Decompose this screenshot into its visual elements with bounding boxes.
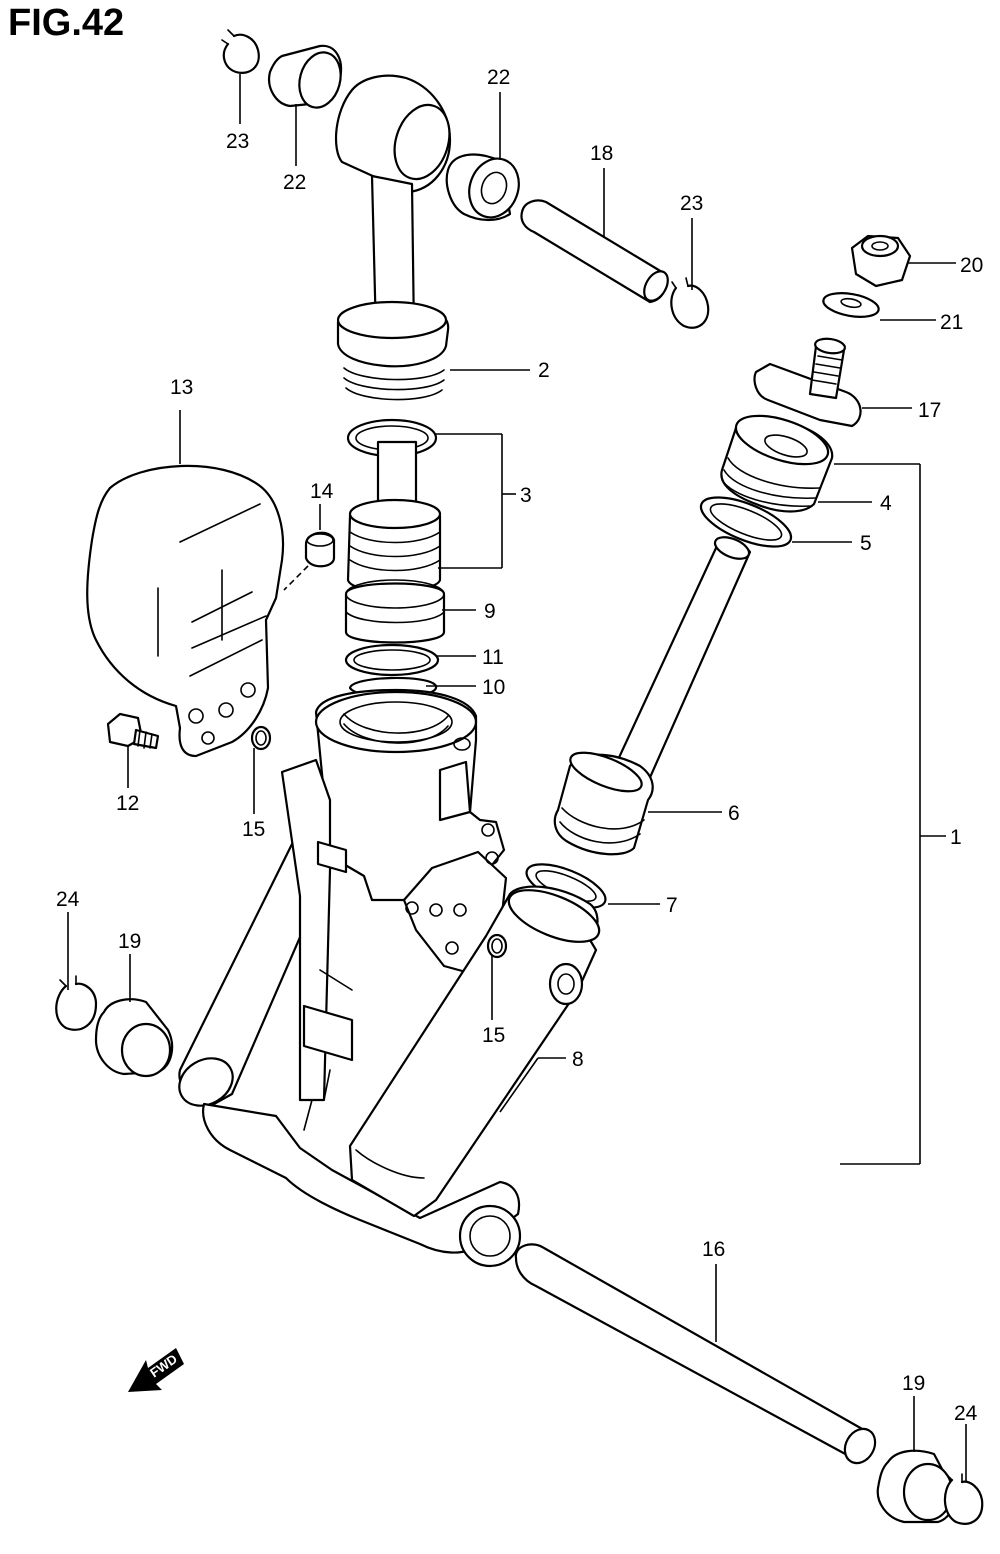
fwd-direction-arrow: FWD: [128, 1348, 184, 1392]
callout-13: 13: [170, 376, 193, 399]
part-15-o-ring-left: [250, 725, 272, 751]
part-19-bushing-right: [876, 1449, 955, 1524]
part-24-circlip-right: [943, 1473, 984, 1525]
callout-22-upper-left: 22: [283, 171, 306, 194]
part-6-piston-rod: [553, 536, 752, 856]
callout-18: 18: [590, 142, 613, 165]
part-8-cylinder-body: [178, 688, 601, 1268]
part-23-circlip-right: [670, 277, 710, 329]
part-3-piston: [346, 440, 442, 593]
callout-23-upper-left: 23: [226, 130, 249, 153]
part-19-bushing-left: [94, 998, 174, 1078]
callout-11: 11: [482, 646, 504, 669]
callout-2: 2: [538, 359, 550, 382]
callout-14: 14: [310, 480, 334, 503]
callout-19-left: 19: [118, 930, 141, 953]
callout-21: 21: [940, 311, 963, 334]
callout-9: 9: [484, 600, 496, 623]
callout-23-right: 23: [680, 192, 703, 215]
part-22-bushing-upper-left: [268, 44, 343, 109]
part-15-o-ring-right: [486, 933, 508, 959]
part-5-o-ring: [699, 496, 793, 548]
callout-15-left: 15: [242, 818, 265, 841]
leader-lines: [67, 74, 967, 1482]
part-22-bushing-right: [445, 153, 520, 222]
callout-17: 17: [918, 399, 941, 422]
callout-7: 7: [666, 894, 678, 917]
callout-16: 16: [702, 1238, 725, 1261]
part-16-long-pin: [514, 1243, 877, 1465]
callout-10: 10: [482, 676, 505, 699]
callout-24-left: 24: [56, 888, 80, 911]
part-4-cylinder-cap: [720, 414, 834, 513]
callout-5: 5: [860, 532, 872, 555]
callout-1: 1: [950, 826, 962, 849]
callout-12: 12: [116, 792, 139, 815]
callout-4: 4: [880, 492, 892, 515]
part-9-ring: [344, 579, 446, 644]
callout-3: 3: [520, 484, 532, 507]
part-21-washer: [822, 292, 880, 318]
part-13-cover: [86, 464, 285, 758]
part-24-circlip-left: [55, 975, 98, 1031]
part-12-bolt: [106, 712, 160, 750]
part-23-circlip-upper-left: [221, 29, 260, 74]
callout-6: 6: [728, 802, 740, 825]
callout-labels: 23 22 22 18 23 20 21 17 2 3 9 11 10 13 1…: [56, 66, 983, 1425]
part-20-nut: [850, 234, 912, 288]
part-11-ring: [344, 643, 440, 677]
part-18-pin: [520, 199, 669, 304]
figure-title: FIG.42: [8, 2, 125, 44]
callout-22-right: 22: [487, 66, 510, 89]
callout-15-right: 15: [482, 1024, 505, 1047]
part-14-bushing: [283, 531, 336, 591]
callout-24-right: 24: [954, 1402, 978, 1425]
callout-19-right: 19: [902, 1372, 925, 1395]
callout-8: 8: [572, 1048, 584, 1071]
part-17-stud-plate: [753, 337, 862, 428]
part-2-rod-and-eye: [334, 74, 452, 401]
callout-20: 20: [960, 254, 983, 277]
